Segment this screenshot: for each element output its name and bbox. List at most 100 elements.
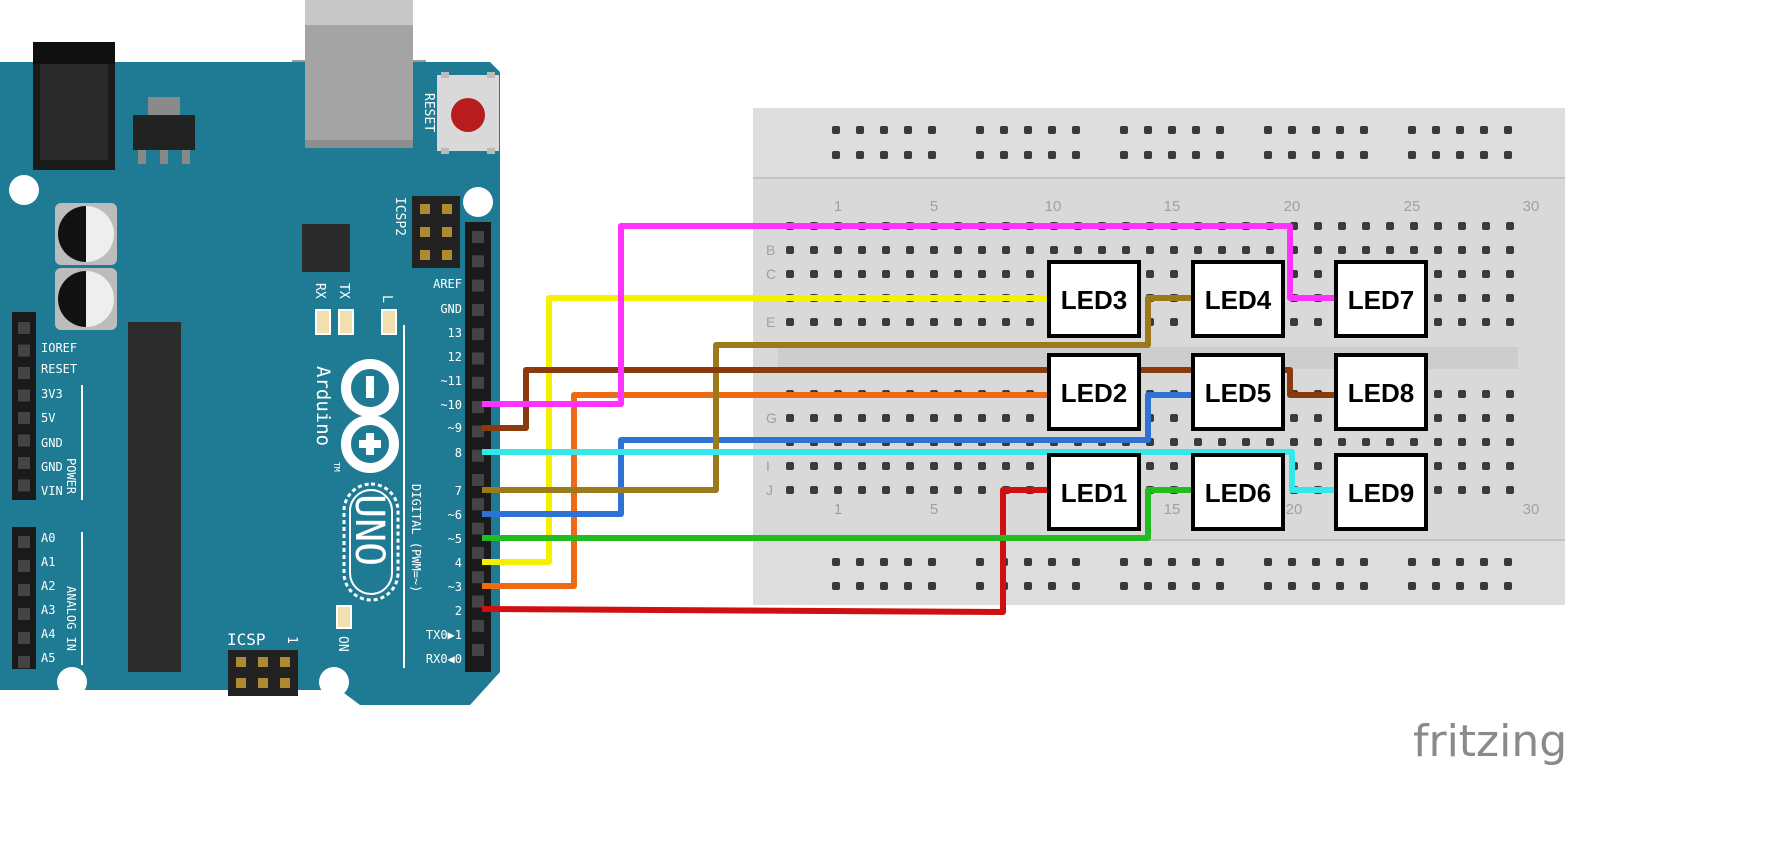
breadboard-hole (810, 486, 818, 494)
fritzing-watermark: fritzing (1413, 716, 1567, 767)
breadboard-hole (832, 126, 840, 134)
header-pin (18, 656, 30, 668)
digital-pin-label: GND (440, 302, 462, 316)
header-pin (18, 457, 30, 469)
breadboard-hole (1312, 151, 1320, 159)
breadboard-hole (832, 582, 840, 590)
voltage-regulator (148, 97, 180, 117)
breadboard-hole (1360, 582, 1368, 590)
breadboard-hole (1000, 126, 1008, 134)
breadboard-center-channel (778, 347, 1518, 369)
header-pin (18, 434, 30, 447)
small-chip (302, 224, 350, 272)
led-label: LED6 (1205, 478, 1271, 508)
breadboard-hole (1314, 438, 1322, 446)
power-label: POWER (64, 458, 78, 495)
breadboard-hole (1480, 151, 1488, 159)
digital-pin-label: 2 (455, 604, 462, 618)
l-label: L (379, 295, 394, 303)
breadboard-hole (1098, 246, 1106, 254)
breadboard-hole (978, 318, 986, 326)
column-number: 5 (930, 198, 938, 215)
breadboard-hole (1480, 126, 1488, 134)
wire-pin9 (482, 367, 1336, 431)
header-pin (18, 412, 30, 424)
breadboard-hole (1074, 246, 1082, 254)
capacitor (55, 203, 117, 265)
breadboard-hole (1314, 270, 1322, 278)
breadboard-hole (1434, 318, 1442, 326)
breadboard-hole (1072, 558, 1080, 566)
breadboard-hole (1482, 390, 1490, 398)
breadboard-hole (1458, 414, 1466, 422)
breadboard-hole (954, 318, 962, 326)
analog-label: ANALOG IN (64, 586, 78, 651)
breadboard-hole (1168, 151, 1176, 159)
breadboard-hole (856, 558, 864, 566)
breadboard-hole (1338, 222, 1346, 230)
breadboard-hole (1506, 246, 1514, 254)
breadboard-hole (1312, 126, 1320, 134)
arduino-uno-board: RESET ICSP2 RX TX L Arduino TM (0, 0, 500, 705)
breadboard-hole (1434, 390, 1442, 398)
breadboard-hole (1434, 294, 1442, 302)
breadboard-hole (1482, 462, 1490, 470)
breadboard-hole (882, 318, 890, 326)
reset-button[interactable] (437, 72, 499, 154)
breadboard-hole (928, 126, 936, 134)
breadboard-hole (930, 246, 938, 254)
breadboard-hole (1192, 126, 1200, 134)
breadboard-hole (1432, 558, 1440, 566)
breadboard-hole (928, 558, 936, 566)
header-pin (18, 367, 30, 379)
breadboard-hole (928, 151, 936, 159)
l-led (381, 309, 397, 335)
breadboard-hole (976, 126, 984, 134)
rx-label: RX (312, 283, 327, 299)
column-number: 5 (930, 501, 938, 518)
breadboard-hole (1506, 486, 1514, 494)
breadboard-hole (1338, 246, 1346, 254)
breadboard-hole (1434, 486, 1442, 494)
header-pin (472, 571, 484, 584)
breadboard-hole (1218, 438, 1226, 446)
capacitor (55, 268, 117, 330)
breadboard-hole (1482, 222, 1490, 230)
breadboard-hole (978, 270, 986, 278)
on-label: ON (335, 636, 350, 652)
breadboard-hole (1482, 414, 1490, 422)
breadboard-hole (856, 582, 864, 590)
breadboard-hole (1312, 558, 1320, 566)
breadboard-hole (1482, 270, 1490, 278)
breadboard-hole (1000, 151, 1008, 159)
breadboard-hole (1072, 151, 1080, 159)
breadboard-hole (1144, 151, 1152, 159)
digital-pin-label: RX0◀0 (426, 652, 462, 666)
led-box: LED4 (1191, 260, 1285, 338)
breadboard-hole (930, 486, 938, 494)
mounting-hole (9, 175, 39, 205)
on-led (336, 605, 352, 629)
breadboard-hole (1168, 582, 1176, 590)
breadboard-hole (856, 151, 864, 159)
breadboard: 1 5 10 15 20 25 30 1 5 15 20 30 B C E G … (753, 108, 1565, 605)
digital-pin-label: ~11 (440, 374, 462, 388)
icsp2-header (412, 196, 460, 268)
breadboard-hole (904, 558, 912, 566)
row-letter: B (766, 242, 775, 258)
header-pin (472, 546, 484, 559)
breadboard-hole (1458, 390, 1466, 398)
breadboard-hole (1194, 246, 1202, 254)
led-box: LED9 (1334, 453, 1428, 531)
breadboard-hole (1482, 438, 1490, 446)
tx-label: TX (336, 283, 351, 299)
breadboard-hole (978, 462, 986, 470)
breadboard-hole (1264, 582, 1272, 590)
breadboard-hole (1026, 462, 1034, 470)
header-pin (472, 595, 484, 608)
reset-label: RESET (421, 93, 436, 132)
breadboard-hole (858, 246, 866, 254)
breadboard-hole (1168, 126, 1176, 134)
breadboard-hole (906, 246, 914, 254)
breadboard-hole (1002, 318, 1010, 326)
